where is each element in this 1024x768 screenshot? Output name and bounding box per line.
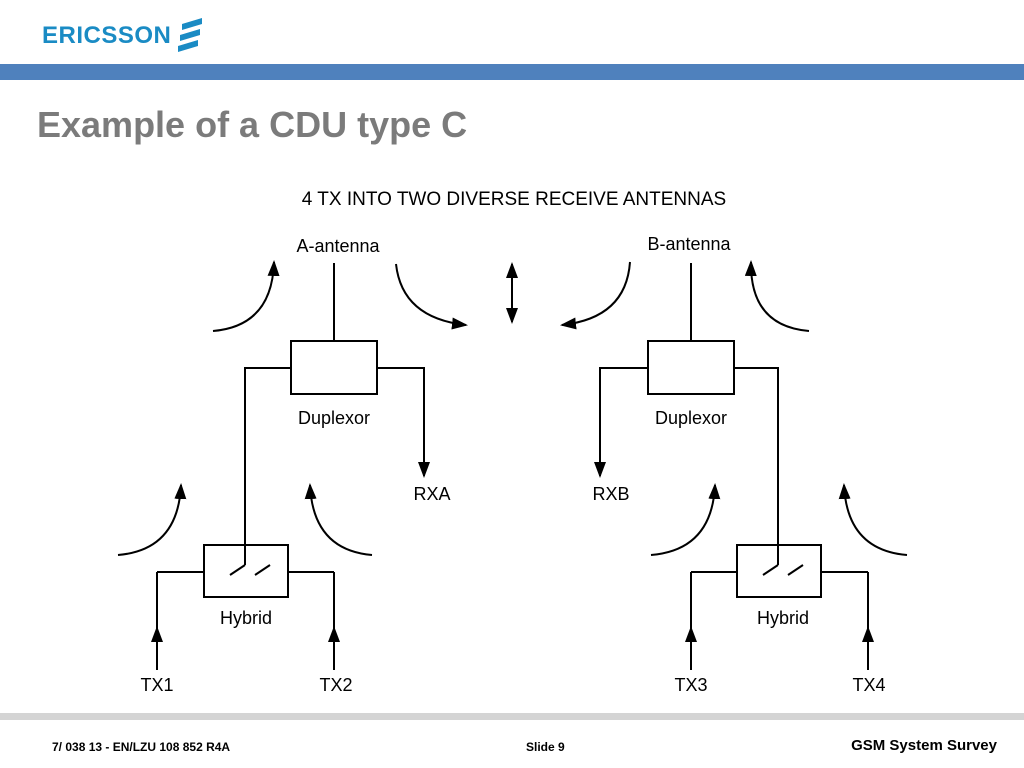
rx-label-b: RXB <box>592 484 629 504</box>
radiation-arc <box>650 483 721 556</box>
tx-label-2: TX2 <box>319 675 352 695</box>
radiation-arc <box>395 263 468 330</box>
radiation-arc <box>838 483 908 556</box>
slide-title: Example of a CDU type C <box>37 104 468 145</box>
ericsson-stripes-icon <box>178 18 202 52</box>
tx-feed-line <box>734 367 779 565</box>
hybrid-label-a: Hybrid <box>220 608 272 628</box>
tx-feed-line <box>244 367 291 565</box>
hybrid-switch <box>787 564 804 576</box>
tx-label-3: TX3 <box>674 675 707 695</box>
radiation-arc <box>560 261 631 330</box>
radiation-arc <box>304 483 373 556</box>
rx-label-a: RXA <box>413 484 450 504</box>
duplexor-box <box>647 340 735 395</box>
slide-number: Slide 9 <box>526 740 565 754</box>
radiation-arc <box>117 483 187 556</box>
radiation-arc <box>744 260 810 332</box>
hybrid-switch <box>762 564 779 576</box>
duplexor-box <box>290 340 378 395</box>
hybrid-switch <box>229 564 246 576</box>
duplexor-label-b: Duplexor <box>655 408 727 428</box>
antenna-label-a: A-antenna <box>296 236 380 256</box>
rx-output-line <box>594 367 648 478</box>
radiation-arc <box>212 260 280 332</box>
hybrid-switch <box>254 564 271 576</box>
antenna-label-b: B-antenna <box>647 234 731 254</box>
tx-label-1: TX1 <box>140 675 173 695</box>
rx-output-line <box>377 367 430 478</box>
duplexor-label-a: Duplexor <box>298 408 370 428</box>
diagram-heading: 4 TX INTO TWO DIVERSE RECEIVE ANTENNAS <box>302 189 726 210</box>
header-band <box>0 64 1024 80</box>
tx-label-4: TX4 <box>852 675 885 695</box>
presentation-title: GSM System Survey <box>851 737 997 754</box>
company-logo-text: ERICSSON <box>42 22 172 49</box>
document-number: 7/ 038 13 - EN/LZU 108 852 R4A <box>52 740 231 754</box>
footer-band <box>0 713 1024 720</box>
hybrid-label-b: Hybrid <box>757 608 809 628</box>
